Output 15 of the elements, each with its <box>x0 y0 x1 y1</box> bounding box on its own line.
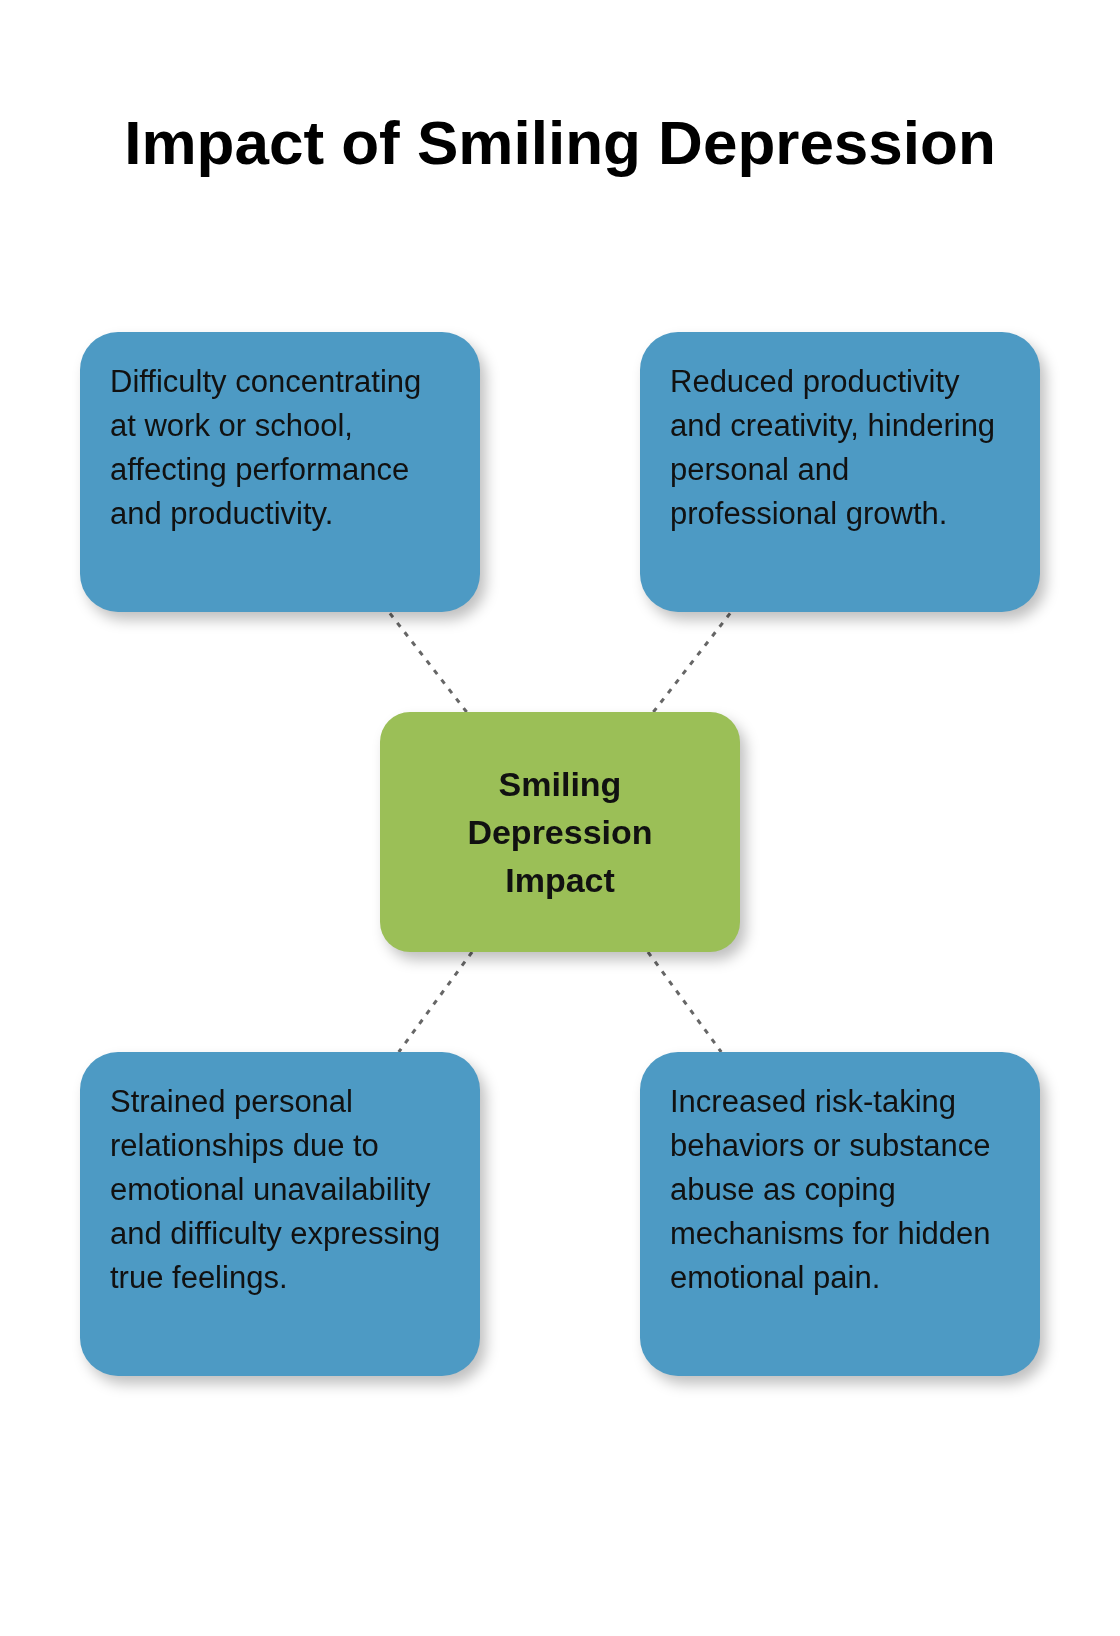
central-label: Smiling Depression Impact <box>466 764 654 901</box>
impact-text: Increased risk-taking behaviors or substance abuse as coping mechanisms for hidden emotional pain. <box>670 1083 992 1297</box>
impact-box <box>80 332 480 612</box>
dashed-connector <box>646 951 723 1053</box>
title: Impact of Smiling Depression <box>123 107 997 179</box>
impact-box <box>80 1052 480 1376</box>
dashed-connector <box>652 611 733 713</box>
dashed-connector <box>387 611 468 713</box>
impact-box <box>640 332 1040 612</box>
central-box <box>380 712 740 952</box>
impact-box <box>640 1052 1040 1376</box>
impact-text: Reduced productivity and creativity, hindering personal and professional growth. <box>670 363 997 533</box>
impact-text: Strained personal relationships due to emotional unavailability and difficulty expressing true feelings. <box>110 1083 442 1297</box>
dashed-connector <box>397 951 474 1053</box>
impact-text: Difficulty concentrating at work or school, affecting performance and productivity. <box>110 363 423 533</box>
